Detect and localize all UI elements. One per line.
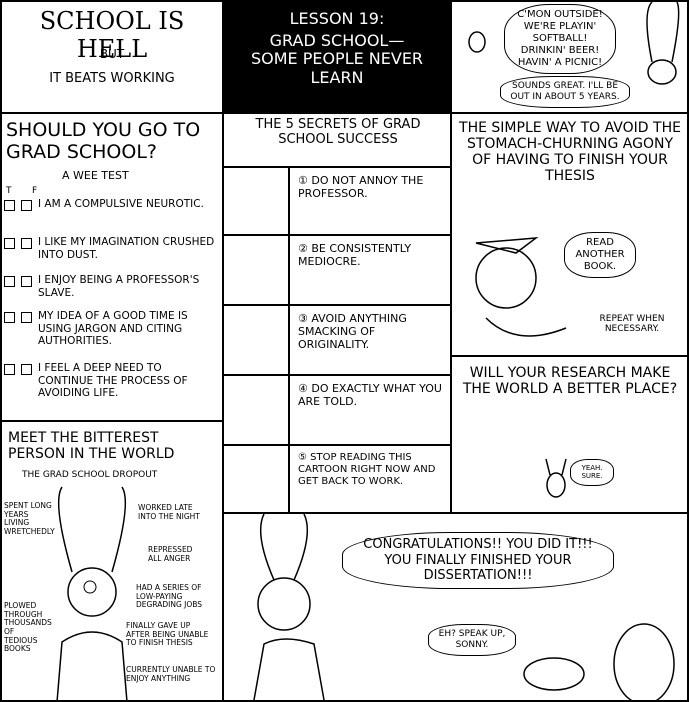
lesson-panel: Lesson 19: Grad school— some people neve… [222, 0, 452, 114]
true-checkbox[interactable] [4, 276, 15, 287]
secret-row: ② Be consistently mediocre. [224, 236, 450, 306]
bunny-face-icon [224, 168, 290, 234]
quiz-question: I like my imagination crushed into dust. [4, 236, 219, 261]
quiz-question: I feel a deep need to continue the proce… [4, 362, 219, 400]
quiz-title: Should you go to grad school? [6, 119, 201, 163]
label-years: Spent long years living wretchedly [4, 501, 55, 536]
lesson-subtitle: Grad school— some people never learn [250, 31, 424, 87]
professor-drawing [475, 237, 567, 337]
bitter-subtitle: The grad school dropout [22, 470, 158, 480]
false-checkbox[interactable] [21, 200, 32, 211]
true-checkbox[interactable] [4, 312, 15, 323]
characters-drawing [253, 514, 675, 700]
title-tagline: It beats working [49, 71, 175, 86]
secret-row: ③ Avoid anything smacking of originality… [224, 306, 450, 376]
lesson-number: Lesson 19: [289, 9, 385, 28]
speech-bubble-read: Read another book. [564, 232, 636, 278]
bitter-panel: Meet the bitterest person in the world T… [0, 420, 224, 702]
thesis-title: The simple way to avoid the stomach-chur… [459, 120, 681, 185]
thesis-panel: The simple way to avoid the stomach-chur… [450, 112, 689, 357]
bunny-drawing [545, 458, 567, 498]
true-checkbox[interactable] [4, 364, 15, 375]
quiz-panel: Should you go to grad school? A wee test… [0, 112, 224, 422]
bitter-title: Meet the bitterest person in the world [8, 430, 175, 463]
false-checkbox[interactable] [21, 238, 32, 249]
speech-bubble-eh: Eh? Speak up, sonny. [428, 624, 516, 656]
quiz-question: My idea of a good time is using jargon a… [4, 310, 219, 348]
false-checkbox[interactable] [21, 276, 32, 287]
title-but: but [99, 47, 125, 61]
research-panel: Will your research make the world a bett… [450, 355, 689, 514]
dropout-drawing [56, 486, 128, 700]
bunny-face-icon [224, 306, 290, 374]
bunny-face-icon [224, 446, 290, 512]
speech-bubble-congrats: Congratulations!! You did it!!! You fina… [342, 532, 614, 589]
label-thesis: Finally gave up after being unable to fi… [126, 621, 209, 648]
secrets-panel: The 5 secrets of grad school success ① D… [222, 112, 452, 514]
true-checkbox[interactable] [4, 200, 15, 211]
secret-row: ④ Do exactly what you are told. [224, 376, 450, 446]
secrets-title: The 5 secrets of grad school success [255, 117, 421, 147]
repeat-note: Repeat when necessary. [599, 314, 665, 335]
label-books: Plowed through thousands of tedious book… [4, 601, 52, 654]
comic-title: School is Hell [39, 7, 185, 63]
true-checkbox[interactable] [4, 238, 15, 249]
quiz-question: I enjoy being a professor's slave. [4, 274, 219, 299]
speech-bubble-reply: Sounds great. I'll be out in about 5 yea… [500, 76, 630, 108]
false-checkbox[interactable] [21, 312, 32, 323]
picnic-panel: C'mon outside! We're playin' softball! D… [450, 0, 689, 114]
label-enjoy: Currently unable to enjoy anything [126, 665, 216, 683]
finish-panel: Congratulations!! You did it!!! You fina… [222, 512, 689, 702]
quiz-subtitle: A wee test [62, 169, 129, 182]
title-panel: School is Hell but It beats working [0, 0, 224, 114]
secret-row: ① Do not annoy the professor. [224, 166, 450, 236]
speech-bubble-picnic: C'mon outside! We're playin' softball! D… [504, 4, 616, 74]
col-false: F [32, 186, 38, 196]
label-late: Worked late into the night [138, 503, 200, 521]
label-anger: Repressed all anger [148, 545, 193, 563]
false-checkbox[interactable] [21, 364, 32, 375]
speech-bubble-sure: Yeah. Sure. [570, 459, 614, 486]
bunny-face-icon [224, 376, 290, 444]
quiz-question: I am a compulsive neurotic. [4, 198, 219, 211]
bunny-face-icon [224, 236, 290, 304]
research-title: Will your research make the world a bett… [462, 365, 678, 398]
secret-row: ⑤ Stop reading this cartoon right now an… [224, 446, 450, 512]
bunny-drawing [468, 2, 680, 85]
label-jobs: Had a series of low-paying degrading job… [136, 583, 203, 610]
col-true: T [6, 186, 12, 196]
